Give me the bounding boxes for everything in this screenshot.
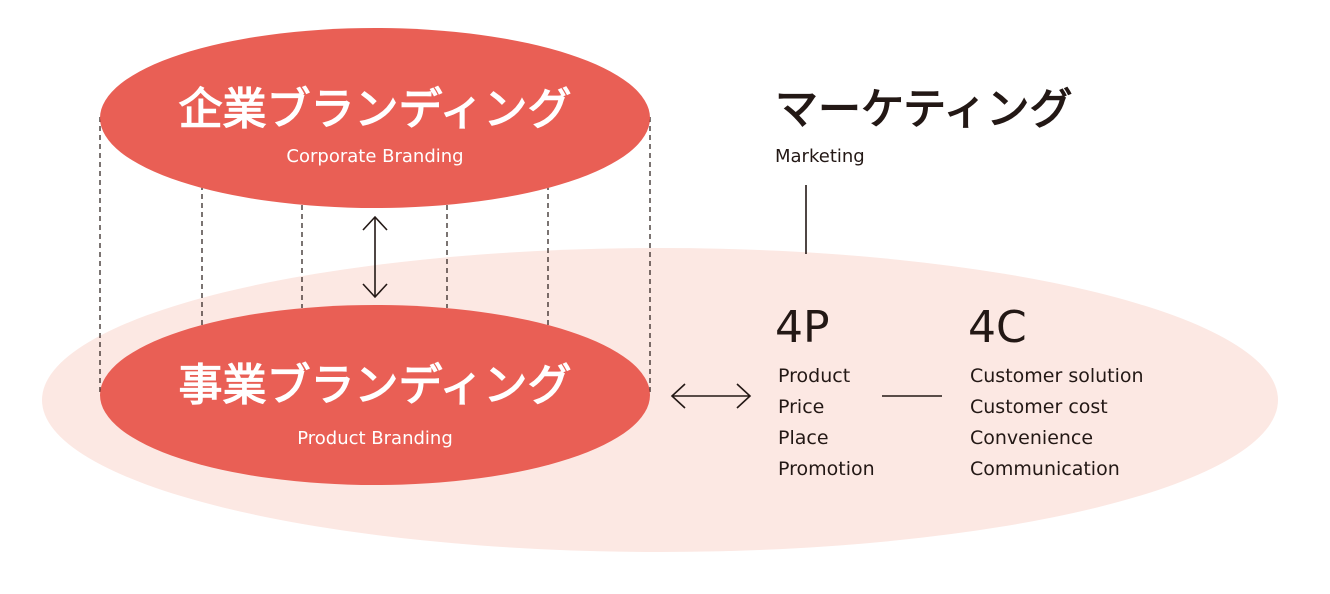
- four-p-item: Promotion: [778, 458, 875, 480]
- product-branding-title: 事業ブランディング: [179, 360, 572, 411]
- four-p-item: Price: [778, 396, 824, 418]
- four-c-item: Customer cost: [970, 396, 1108, 418]
- vertical-double-arrow: [362, 215, 388, 299]
- product-branding-subtitle: Product Branding: [297, 428, 453, 449]
- four-p-item: Place: [778, 427, 829, 449]
- product-branding-ellipse: [100, 305, 650, 485]
- corporate-branding-title: 企業ブランディング: [179, 84, 572, 135]
- four-p-item: Product: [778, 365, 850, 387]
- four-c-item: Customer solution: [970, 365, 1144, 387]
- four-c-item: Communication: [970, 458, 1120, 480]
- four-c-item: Convenience: [970, 427, 1093, 449]
- corporate-branding-ellipse: [100, 28, 650, 208]
- corporate-branding-subtitle: Corporate Branding: [286, 146, 463, 167]
- four-c-heading: 4C: [968, 302, 1027, 353]
- marketing-title: マーケティング: [775, 85, 1073, 135]
- four-p-heading: 4P: [775, 302, 830, 353]
- cylinder-dashed-lines: [99, 117, 651, 395]
- horizontal-double-arrow: [670, 383, 752, 409]
- marketing-subtitle: Marketing: [775, 146, 865, 167]
